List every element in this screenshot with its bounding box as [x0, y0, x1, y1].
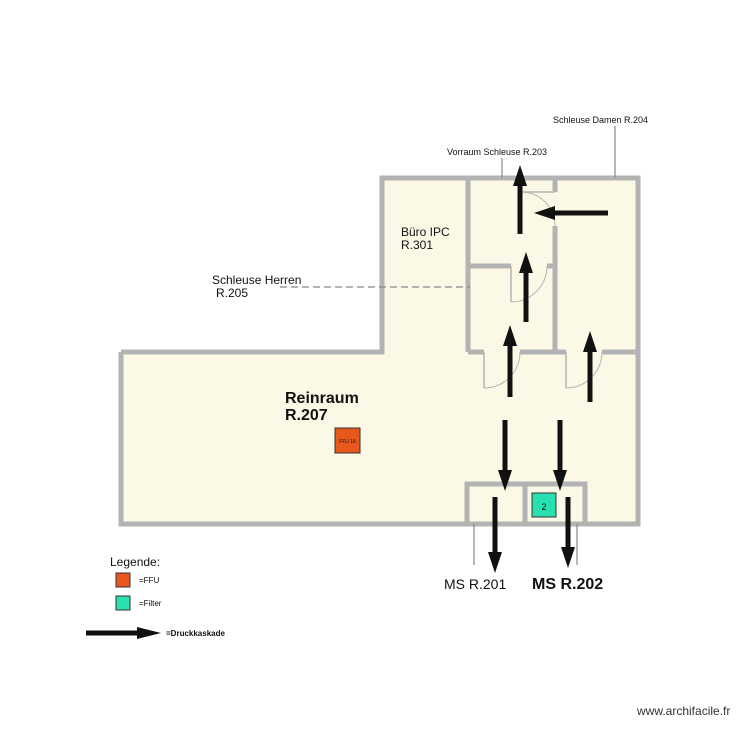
legend-filter-label: =Filter [139, 599, 162, 608]
label-ms201: MS R.201 [444, 576, 506, 592]
ffu-unit: FFU 18 [334, 427, 361, 454]
arrow-ms201-down-1 [498, 420, 512, 491]
legend-ffu-swatch [115, 572, 131, 588]
arrow-ms202-down-2 [561, 497, 575, 568]
label-buero-name: Büro IPC [401, 225, 450, 239]
label-buero-number: R.301 [401, 238, 433, 252]
label-ms202: MS R.202 [532, 576, 603, 593]
filter-label: 2 [541, 502, 546, 512]
label-reinraum-name: Reinraum [285, 390, 359, 407]
arrow-ms202-down-1 [553, 420, 567, 491]
label-schleuse-damen: Schleuse Damen R.204 [553, 115, 648, 125]
label-reinraum-number: R.207 [285, 407, 328, 424]
legend-druckkaskade-label: =Druckkaskade [166, 629, 225, 638]
arrow-reinraum-to-vorraum [503, 325, 517, 397]
arrow-vorraum-up [513, 165, 527, 234]
legend-arrow-icon [86, 627, 161, 639]
label-schleuse-herren-number: R.205 [216, 286, 248, 300]
outer-wall [118, 175, 641, 527]
arrow-reinraum-to-damen [583, 331, 597, 402]
legend-title: Legende: [110, 555, 160, 569]
watermark: www.archifacile.fr [636, 704, 730, 718]
arrow-vorraum-mid-up [519, 252, 533, 322]
arrow-ms201-down-2 [488, 497, 502, 573]
filter-unit: 2 [531, 492, 557, 518]
legend: Legende: =FFU =Filter =Druckkaskade [86, 555, 225, 639]
legend-filter-swatch [115, 595, 131, 611]
ffu-label: FFU 18 [339, 439, 356, 445]
arrow-damen-to-vorraum [534, 206, 608, 220]
legend-ffu-label: =FFU [139, 576, 159, 585]
label-schleuse-herren-name: Schleuse Herren [212, 273, 301, 287]
label-vorraum: Vorraum Schleuse R.203 [447, 147, 547, 157]
